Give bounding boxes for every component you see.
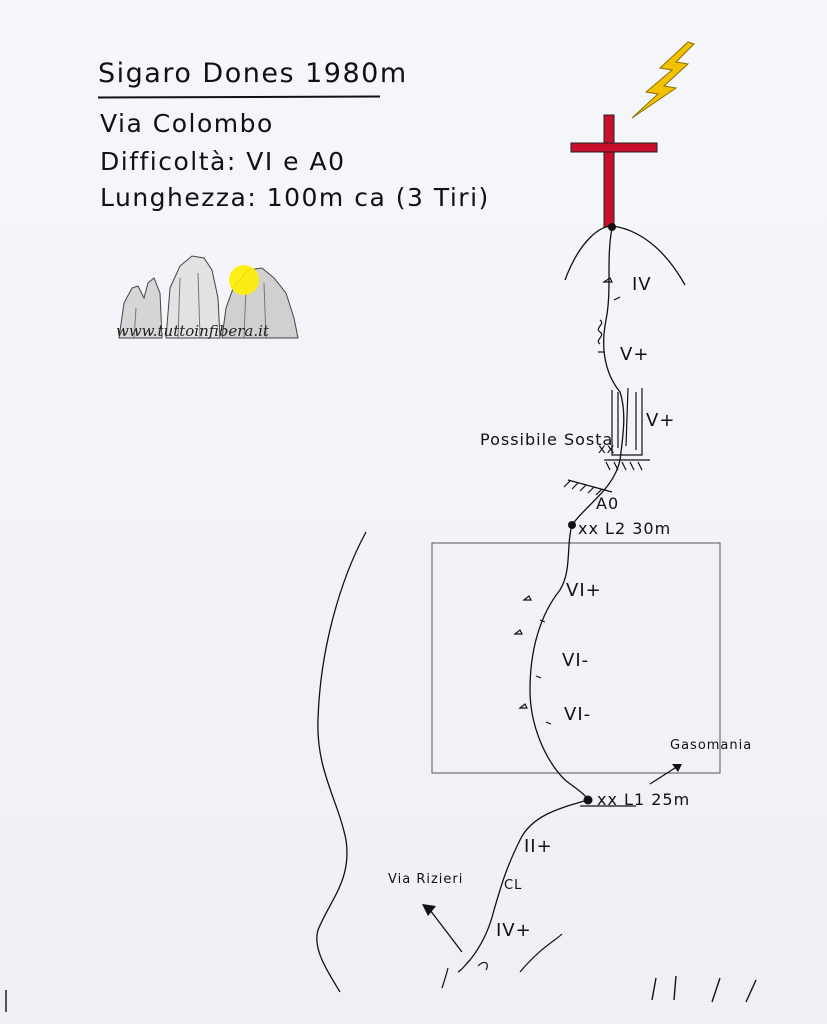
logo: www.tuttoinfibera.it: [114, 248, 304, 348]
arrow-icon: [422, 904, 436, 916]
summit-outline: [564, 225, 686, 286]
grade-label-p1-lower: IV+: [496, 920, 532, 941]
rock-outline-left: [316, 531, 367, 993]
via-rizieri-line: [429, 909, 463, 953]
ground-marks: [651, 975, 757, 1003]
ground-mark: [441, 967, 449, 989]
grade-label-upper: V+: [620, 344, 650, 365]
route-line-pitch-2: [529, 524, 589, 801]
possible-belay-label: Possibile Sosta: [480, 430, 614, 449]
logo-mountains: [118, 255, 299, 339]
grade-label-dihedral: V+: [646, 410, 676, 431]
grade-label-p2-low: VI-: [564, 704, 592, 725]
route-name: Via Colombo: [100, 109, 274, 138]
grade-label-p2-top: VI+: [566, 580, 602, 601]
protection-marks-pitch-2: [513, 595, 552, 725]
page-title: Sigaro Dones 1980m: [98, 58, 408, 89]
gasomania-line: [649, 765, 679, 785]
cross-icon: [570, 114, 658, 228]
grade-label-summit: IV: [632, 274, 652, 295]
grade-label-p2-mid: VI-: [562, 650, 590, 671]
dihedral: [604, 387, 650, 471]
via-rizieri-label: Via Rizieri: [388, 872, 464, 887]
sun-icon: [229, 265, 259, 295]
grade-label-a0: A0: [596, 494, 620, 513]
route-line-pitch-1: [457, 799, 589, 973]
arrow-icon: [672, 764, 682, 772]
pitch-2-box: [431, 542, 721, 774]
possible-belay-bolts: xx: [598, 442, 616, 457]
route-line-upper: [571, 227, 625, 526]
roof-hatch: [563, 479, 613, 496]
belay-l1-label: xx L1 25m: [597, 790, 691, 809]
route-difficulty: Difficoltà: VI e A0: [100, 147, 346, 176]
cl-label: CL: [504, 878, 523, 893]
logo-url: www.tuttoinfibera.it: [116, 322, 269, 340]
title-block: Sigaro Dones 1980m: [98, 58, 408, 89]
ground-mark: [519, 933, 563, 973]
summit-point: [608, 223, 616, 231]
gasomania-label: Gasomania: [670, 738, 753, 753]
route-length: Lunghezza: 100m ca (3 Tiri): [100, 183, 490, 212]
grade-label-p1-upper: II+: [524, 836, 553, 857]
belay-l2-label: xx L2 30m: [578, 519, 672, 538]
lightning-icon: [631, 41, 695, 119]
protection-marks-upper: [597, 277, 621, 353]
